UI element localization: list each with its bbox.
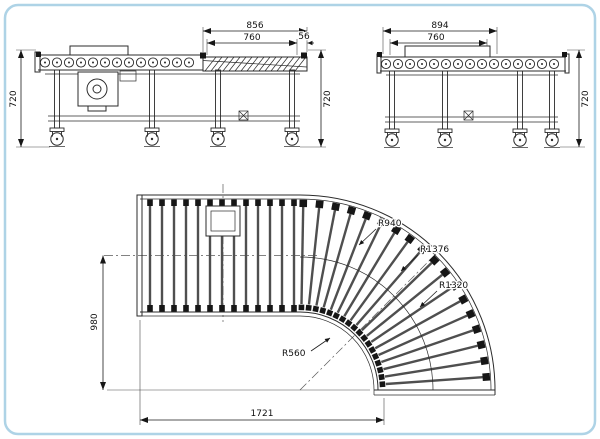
radius-label-r560: R560 xyxy=(282,349,306,359)
dim-label-894: 894 xyxy=(431,21,448,31)
junction-box-icon xyxy=(238,110,249,121)
top-plate xyxy=(404,45,491,58)
dims-side-left: 856 760 56 720 720 xyxy=(8,20,334,148)
dim-label-720-mid: 720 xyxy=(323,90,333,107)
junction-box-icon xyxy=(463,110,474,121)
dim-label-856: 856 xyxy=(246,21,263,31)
radius-label-r1376: R1376 xyxy=(420,245,449,255)
radius-label-r1320: R1320 xyxy=(439,281,468,291)
dim-label-1721: 1721 xyxy=(251,409,274,419)
chain-guard xyxy=(119,70,137,82)
dims-plan: 980 1721 xyxy=(89,255,385,425)
plan-drive-box xyxy=(205,205,241,237)
dim-label-760-right: 760 xyxy=(427,33,444,43)
dim-label-720-left: 720 xyxy=(9,90,19,107)
drawing-border xyxy=(3,3,597,436)
dim-label-760-left: 760 xyxy=(243,33,260,43)
roller-bed-right xyxy=(376,45,570,76)
taper-bed-section xyxy=(200,52,308,72)
dim-label-720-right: 720 xyxy=(581,90,591,107)
dims-side-right: 894 760 720 xyxy=(382,20,592,148)
drive-unit xyxy=(77,70,137,112)
radius-label-r940: R940 xyxy=(378,219,402,229)
support-legs-right xyxy=(383,70,561,148)
curve-frames xyxy=(136,194,496,396)
plan-view-curve: R940 R1376 R1320 R560 980 1721 xyxy=(89,184,496,425)
drive-cover-plate xyxy=(69,45,129,56)
side-view-left: 856 760 56 720 720 xyxy=(8,20,334,148)
dim-label-980: 980 xyxy=(90,313,100,330)
center-guide-rail xyxy=(299,256,434,391)
side-view-right: 894 760 720 xyxy=(376,20,592,148)
support-legs-left xyxy=(48,69,301,147)
radius-callouts: R940 R1376 R1320 R560 xyxy=(281,218,470,361)
motor-face-icon xyxy=(86,78,108,100)
dim-label-56: 56 xyxy=(298,32,310,42)
